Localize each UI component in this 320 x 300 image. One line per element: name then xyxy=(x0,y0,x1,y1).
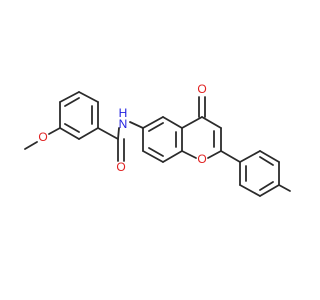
amide-hydrogen-label: H xyxy=(119,106,128,120)
bond-pyranone-to-tolyl xyxy=(220,150,241,163)
bond-left-ring-inner-3 xyxy=(64,123,80,133)
bond-chromone-a-inner-1 xyxy=(148,122,164,132)
bond-left-ring-5 xyxy=(78,127,99,140)
bond-tolyl-3 xyxy=(259,184,280,197)
bond-carbonyl-to-n xyxy=(117,127,120,140)
bond-tolyl-6 xyxy=(239,150,261,163)
bond-left-ring-inner-1 xyxy=(64,97,80,107)
bond-tolyl-inner-2 xyxy=(259,181,274,191)
chemical-structure-diagram: O O H N O O xyxy=(24,82,291,197)
bond-pyranone-5 xyxy=(181,150,197,159)
bond-tolyl-2 xyxy=(239,184,261,197)
ketone-oxygen-label: O xyxy=(197,82,206,96)
bond-tolyl-methyl xyxy=(278,184,291,192)
bond-chromone-a-4 xyxy=(162,150,183,163)
bond-left-ring-6 xyxy=(59,127,80,140)
bond-tolyl-5 xyxy=(259,150,280,163)
bond-chromone-a-5 xyxy=(142,150,164,163)
bond-chromone-a-1 xyxy=(142,116,164,129)
amide-oxygen-label: O xyxy=(116,160,125,174)
methoxy-oxygen-label: O xyxy=(38,130,47,144)
bond-chromone-a-2 xyxy=(162,116,183,129)
bond-chromone-a-inner-3 xyxy=(148,147,164,157)
bond-n-to-ring xyxy=(129,121,144,129)
bond-pyranone-2 xyxy=(201,116,222,129)
bond-pyranone-4 xyxy=(207,150,222,159)
bond-methoxy-o-ring xyxy=(48,127,61,135)
amide-nitrogen-label: N xyxy=(119,117,128,131)
ring-oxygen-label: O xyxy=(197,152,206,166)
bond-pyranone-1 xyxy=(181,116,203,129)
bond-left-ring-3 xyxy=(78,91,99,103)
bond-left-ring-2 xyxy=(59,91,80,103)
bond-tolyl-inner-3 xyxy=(259,156,274,166)
bond-ring-to-carbonyl xyxy=(97,127,119,140)
bond-methoxy-methyl xyxy=(24,141,38,150)
